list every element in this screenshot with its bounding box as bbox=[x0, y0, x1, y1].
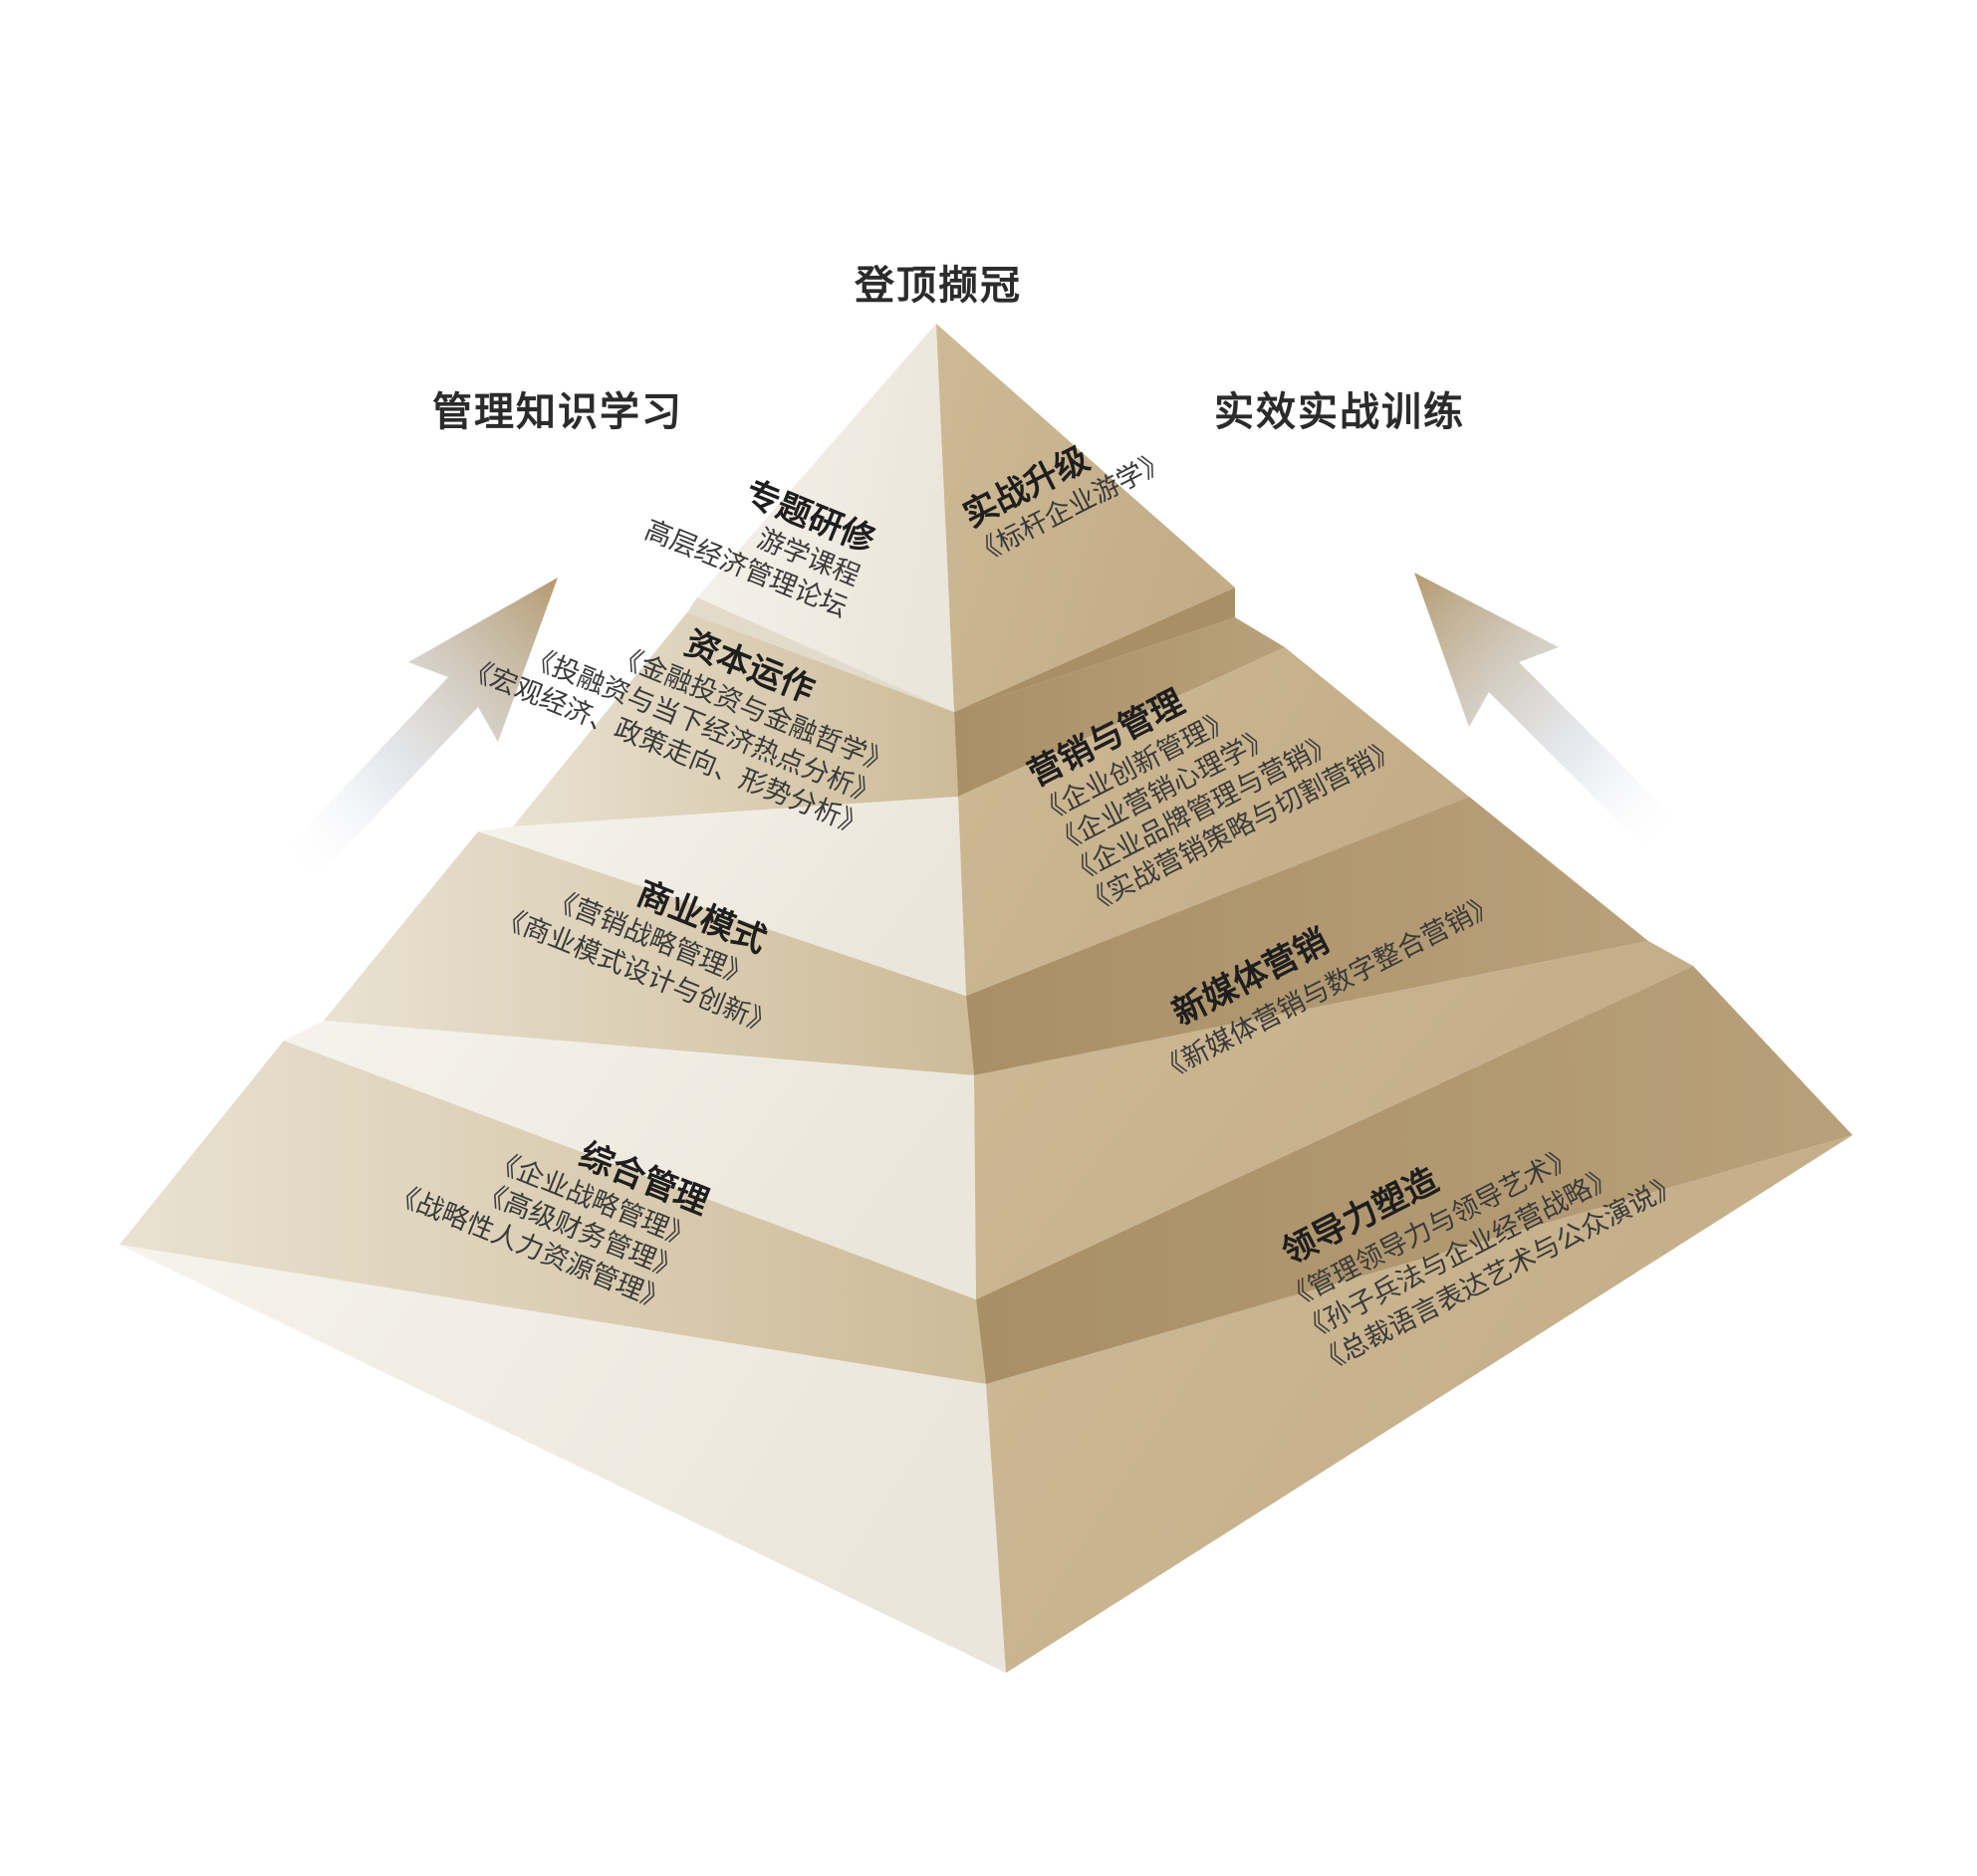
tier-2-right-ledge bbox=[954, 617, 1285, 797]
header-top: 登顶撷冠 bbox=[854, 263, 1022, 309]
header-left: 管理知识学习 bbox=[432, 389, 683, 435]
tier-2-left-ledge bbox=[513, 612, 958, 826]
arrow-up-right-icon bbox=[1414, 573, 1673, 846]
tier-2 bbox=[478, 612, 1469, 996]
tier-1-right-edge bbox=[954, 587, 1235, 712]
tier-1-right-face bbox=[936, 324, 1235, 712]
tier-3 bbox=[284, 797, 1693, 1299]
tier-1-left-edge bbox=[687, 597, 954, 712]
tier-3-right-ledge bbox=[966, 797, 1648, 1075]
tier-3-right-face bbox=[974, 941, 1693, 1299]
tier-4-left-ledge bbox=[120, 1041, 986, 1384]
tier-4-right-ledge bbox=[976, 966, 1853, 1384]
tier-2-right-face bbox=[958, 647, 1469, 996]
tier-1 bbox=[687, 324, 1235, 712]
header-right: 实效实战训练 bbox=[1214, 389, 1465, 435]
tier-3-left-ledge bbox=[324, 831, 974, 1075]
tier-3-left-face bbox=[284, 1021, 976, 1299]
arrow-up-left-icon bbox=[289, 578, 558, 876]
tier-4 bbox=[120, 966, 1853, 1673]
tier-4-left-face bbox=[120, 1245, 1006, 1673]
tier-4-right-face bbox=[986, 1135, 1853, 1673]
tier-2-left-face bbox=[478, 797, 966, 996]
tier-1-left-face bbox=[697, 324, 954, 712]
